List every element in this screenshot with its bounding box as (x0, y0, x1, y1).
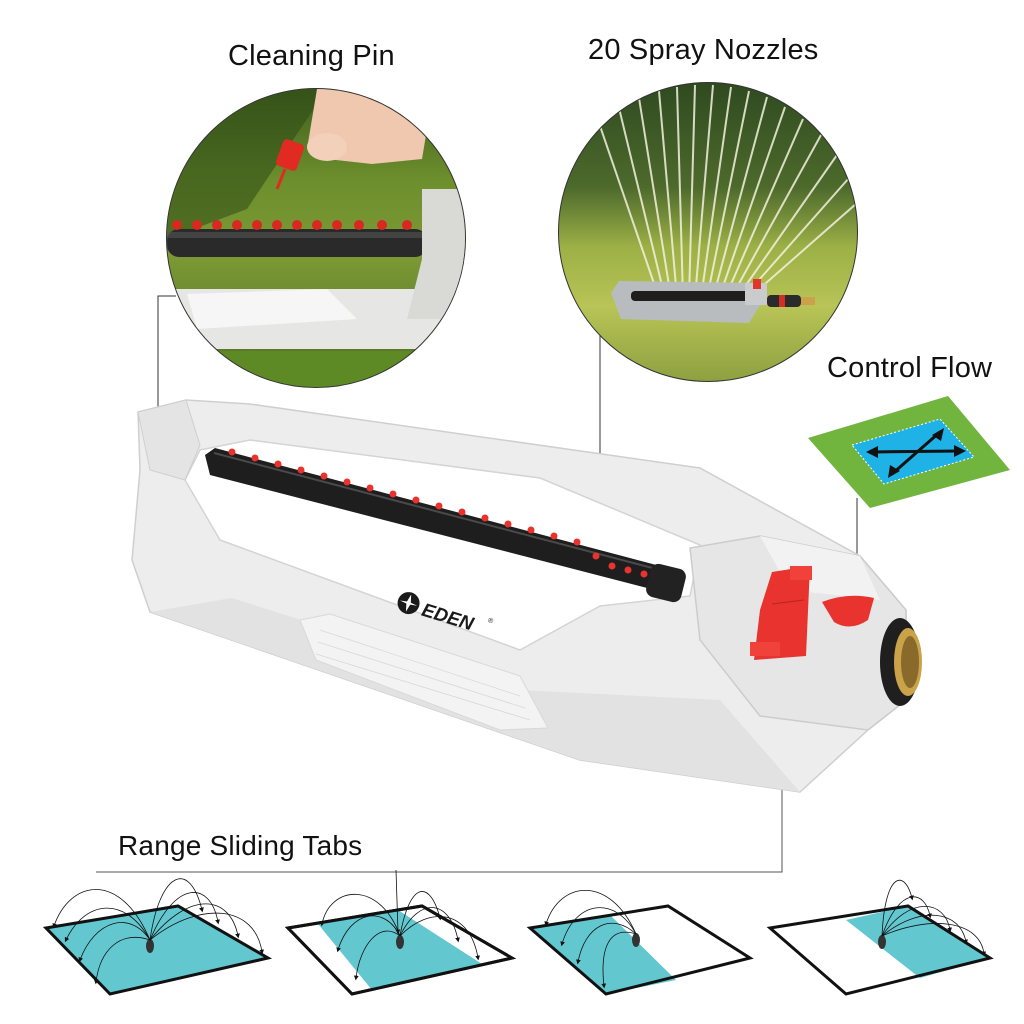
range-diagram-center (284, 869, 517, 996)
cleaning-pin-illustration (167, 89, 465, 387)
spray-illustration (598, 84, 857, 323)
svg-text:®: ® (487, 616, 495, 625)
spray-nozzles-photo (558, 82, 858, 382)
range-diagram-left (526, 890, 754, 996)
spray-nozzles-label: 20 Spray Nozzles (588, 34, 819, 66)
range-diagram-right (766, 879, 994, 996)
range-dial (750, 566, 812, 660)
range-diagram-full (42, 878, 273, 996)
cleaning-pin-label: Cleaning Pin (228, 40, 395, 72)
hose-connector (880, 618, 922, 706)
range-sliding-tabs-label: Range Sliding Tabs (118, 830, 363, 861)
nozzles (228, 448, 648, 578)
cleaning-pin-photo (166, 88, 466, 388)
control-flow-label: Control Flow (827, 352, 993, 384)
control-flow-icon (808, 396, 1010, 508)
cleaning-pin-connector (157, 295, 176, 424)
flow-control-lever (822, 595, 874, 627)
spray-tube (205, 448, 686, 603)
